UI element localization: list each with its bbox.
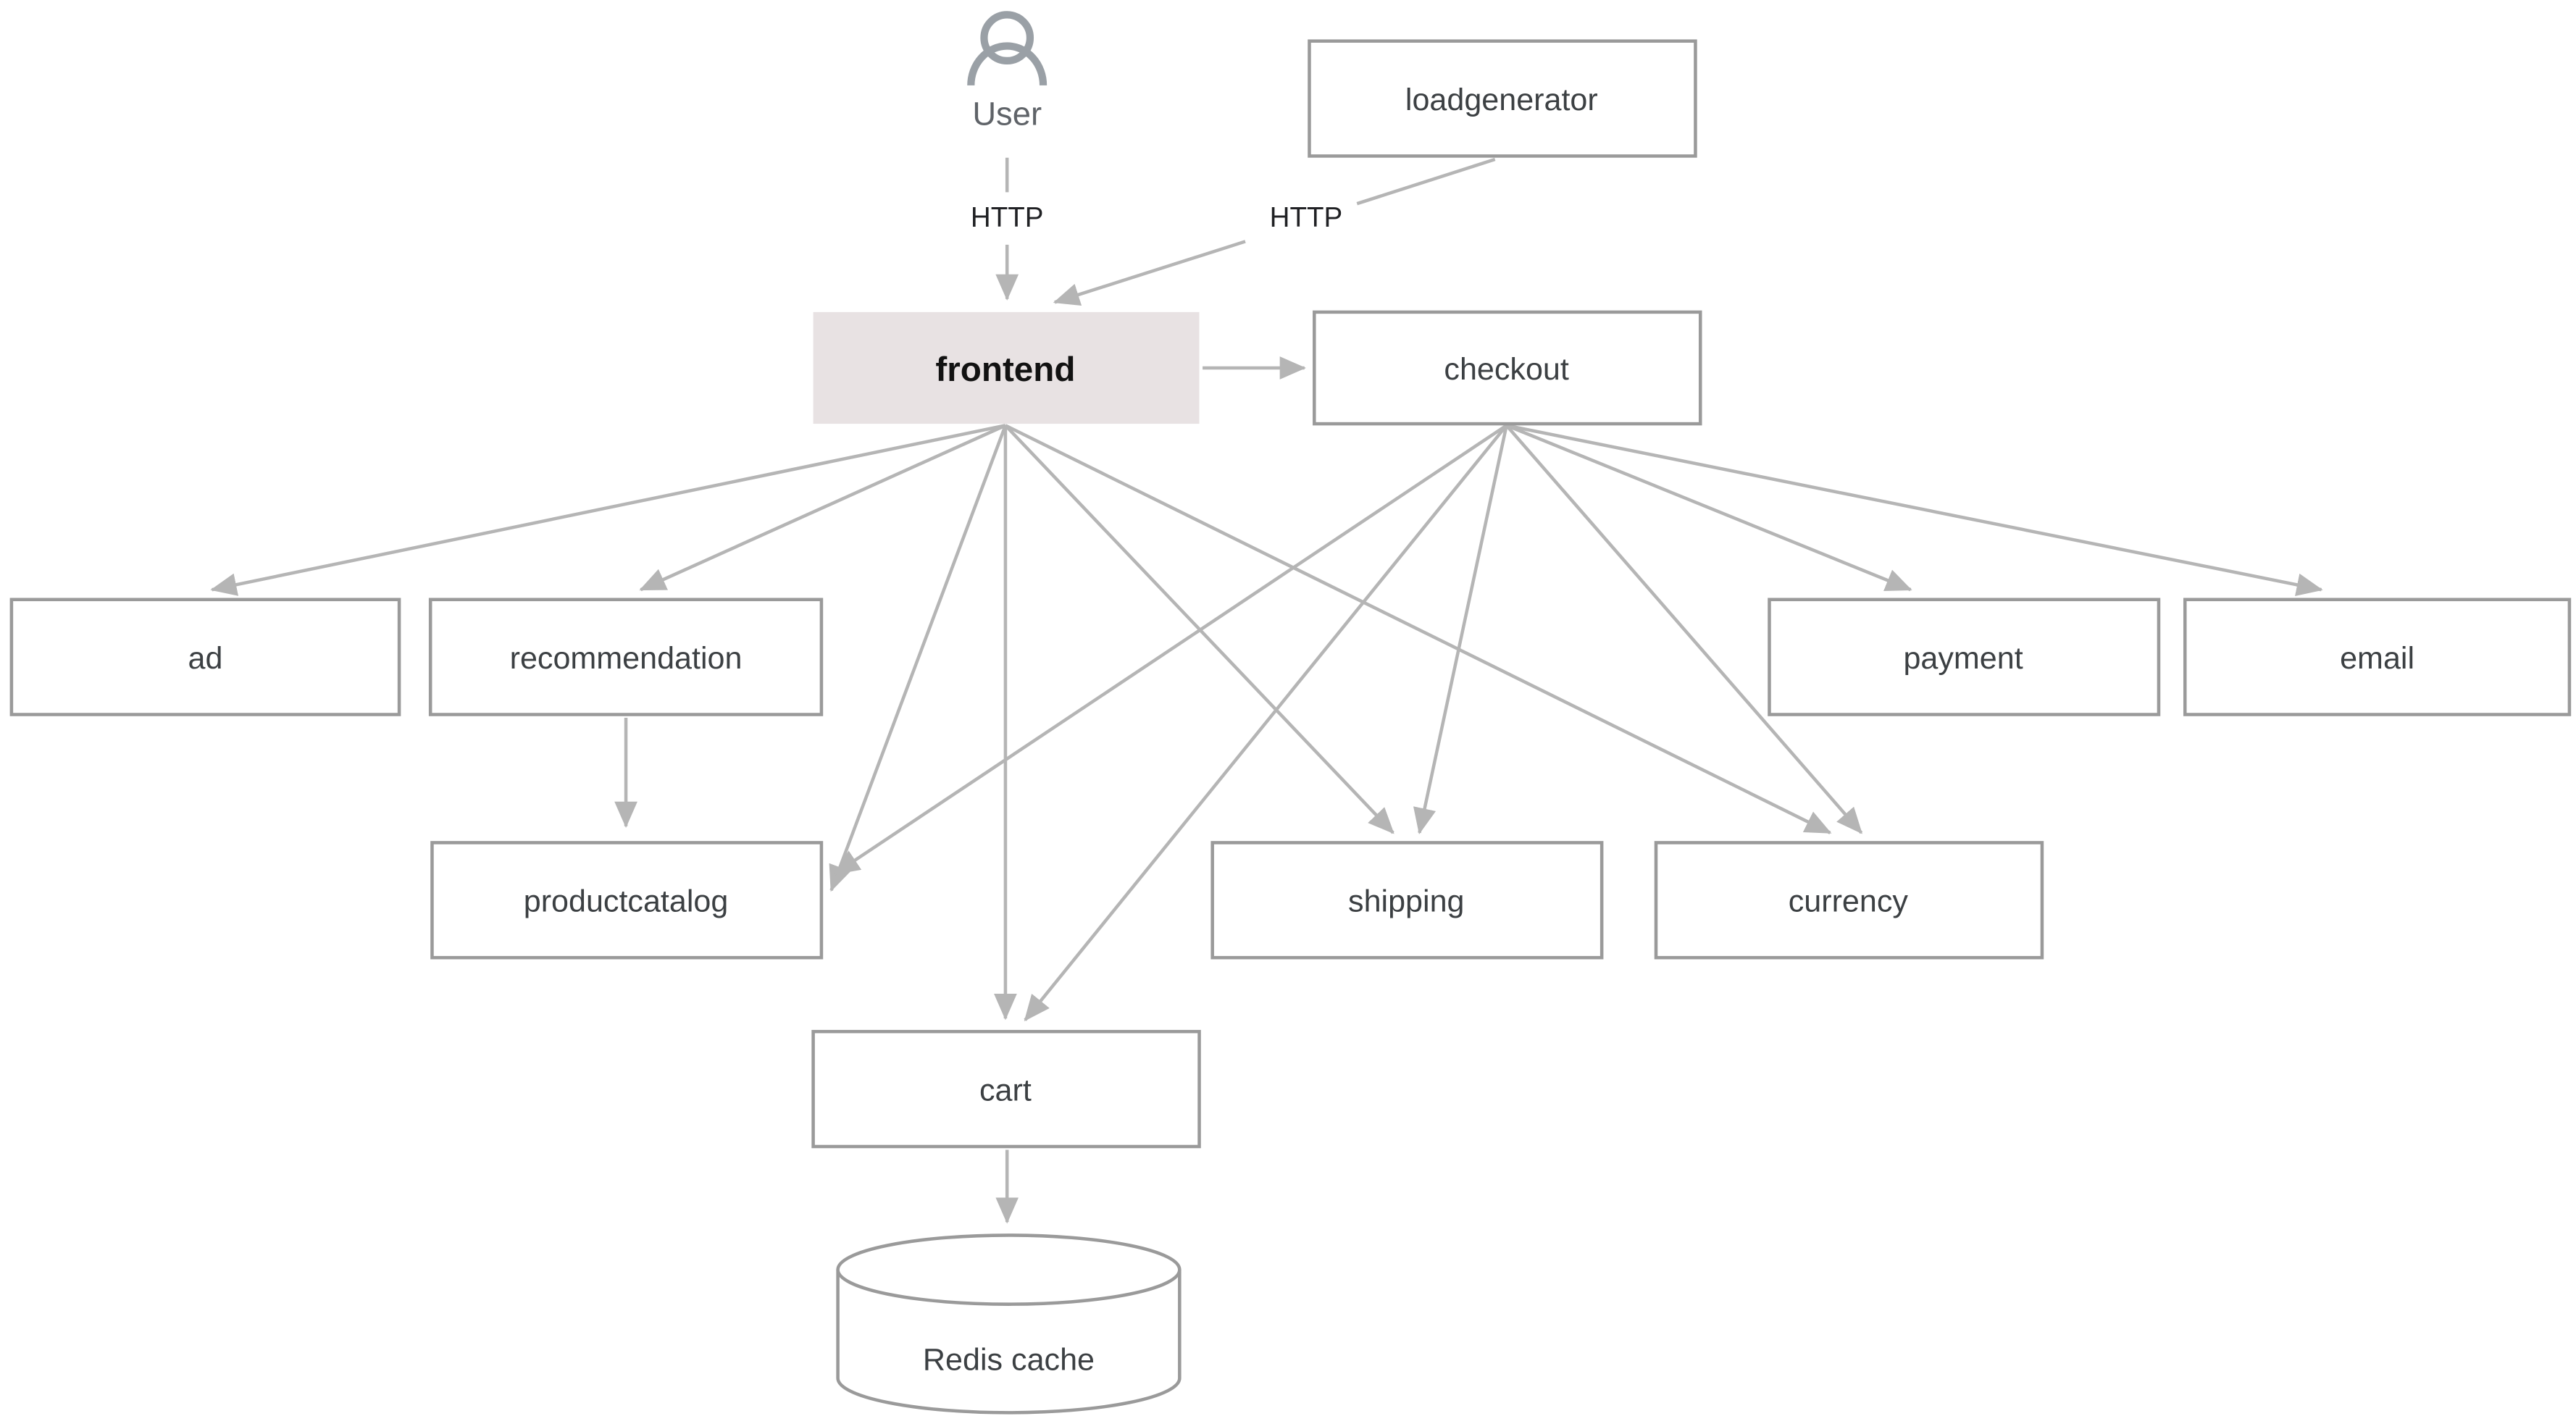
user-label: User [972, 95, 1042, 132]
node-currency: currency [1654, 841, 2044, 960]
currency-label: currency [1789, 884, 1909, 919]
database-cylinder-top [836, 1233, 1182, 1306]
edge-frontend-currency [1004, 424, 1832, 834]
edge-checkout-email [1506, 424, 2323, 596]
edge-checkout-currency [1505, 424, 1863, 834]
node-frontend: frontend [813, 311, 1200, 424]
edge-frontend-productcatalog [829, 424, 1008, 892]
loadgenerator-label: loadgenerator [1405, 83, 1598, 117]
recommendation-label: recommendation [510, 641, 743, 676]
ad-label: ad [188, 641, 223, 676]
user-icon [980, 11, 1034, 65]
node-ad: ad [9, 598, 401, 716]
diagram-edges [210, 157, 2323, 1224]
email-label: email [2340, 641, 2414, 676]
edge-loadgenerator-frontend-upper [1356, 157, 1496, 206]
node-payment: payment [1768, 598, 2161, 716]
edge-frontend-ad [210, 424, 1006, 596]
node-shipping: shipping [1210, 841, 1604, 960]
node-checkout: checkout [1313, 310, 1702, 426]
database-cylinder-icon [836, 1270, 1182, 1415]
user-icon-shoulders [967, 42, 1047, 86]
node-recommendation: recommendation [428, 598, 824, 716]
node-productcatalog: productcatalog [430, 841, 824, 960]
shipping-label: shipping [1348, 884, 1464, 919]
redis-label: Redis cache [923, 1342, 1095, 1377]
edge-frontend-recommendation [639, 424, 1006, 592]
node-redis: Redis cache [836, 1233, 1182, 1415]
node-user: User [967, 11, 1047, 132]
edge-label-user-http: HTTP [971, 202, 1044, 233]
node-loadgenerator: loadgenerator [1308, 39, 1697, 158]
node-email: email [2183, 598, 2572, 716]
payment-label: payment [1903, 641, 2023, 676]
checkout-label: checkout [1444, 352, 1568, 387]
edge-loadgenerator-frontend-lower [1053, 240, 1246, 306]
edge-checkout-payment [1505, 424, 1912, 592]
edge-checkout-productcatalog [833, 424, 1507, 876]
productcatalog-label: productcatalog [524, 884, 729, 919]
frontend-label: frontend [935, 351, 1075, 389]
node-cart: cart [811, 1029, 1201, 1149]
edge-checkout-cart [1024, 424, 1508, 1022]
edge-label-loadgenerator-http: HTTP [1270, 202, 1343, 233]
edge-checkout-shipping [1413, 424, 1508, 835]
cart-label: cart [979, 1073, 1032, 1107]
